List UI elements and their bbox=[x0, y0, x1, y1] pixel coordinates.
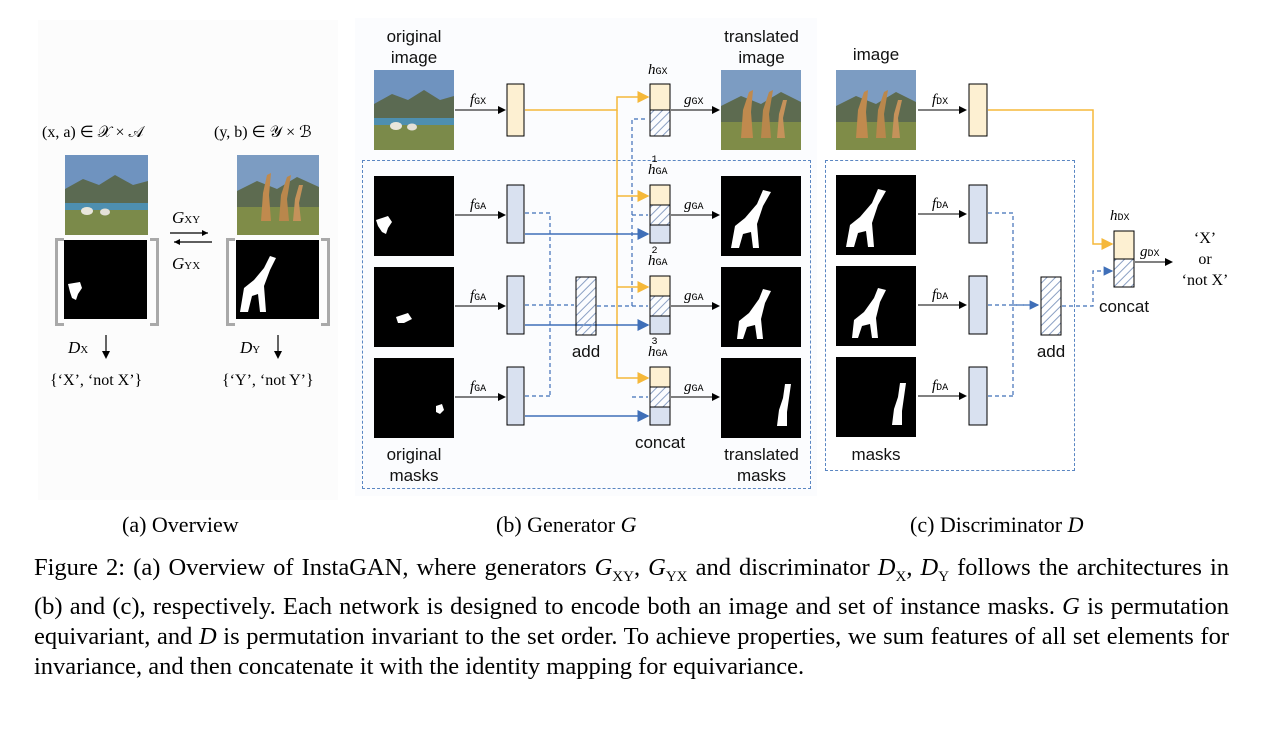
f-dx-label: fDX bbox=[932, 92, 949, 108]
discriminator-mask-2 bbox=[836, 266, 916, 346]
sheep-mask-shape bbox=[376, 216, 392, 234]
subcaption-a: (a) Overview bbox=[122, 512, 239, 537]
f-ga-label-2: fGA bbox=[470, 288, 487, 304]
f-da-label-1: fDA bbox=[932, 196, 949, 212]
discriminator-add-label: add bbox=[1036, 342, 1066, 361]
generator-translated-image bbox=[721, 70, 801, 150]
generator-mask-region bbox=[362, 160, 811, 489]
mask-set-bracket-left-y bbox=[226, 238, 235, 326]
discriminator-output: ‘X’ or ‘not X’ bbox=[1181, 230, 1229, 289]
discriminator-mask-region bbox=[825, 160, 1075, 471]
g-ga-label-1: gGA bbox=[684, 197, 704, 213]
giraffe-mask-shape bbox=[240, 256, 276, 312]
generator-original-image bbox=[374, 70, 454, 150]
figure-caption: Figure 2: (a) Overview of InstaGAN, wher… bbox=[34, 554, 1230, 680]
g-yx-label: GYX bbox=[172, 254, 201, 273]
h-ga-2-label: hGA2 bbox=[648, 246, 668, 269]
generator-add-label: add bbox=[571, 342, 601, 361]
g-ga-label-3: gGA bbox=[684, 379, 704, 395]
giraffe-mask-shape bbox=[852, 288, 886, 338]
sheep-landscape-picture bbox=[65, 155, 148, 235]
domain-x-label: (x, a) ∈ 𝒳 × 𝒜 bbox=[42, 124, 144, 141]
d-y-label: DY bbox=[240, 338, 261, 357]
d-y-arrow bbox=[274, 335, 282, 359]
sheep-mask-shape bbox=[396, 313, 412, 323]
g-xy-label: GXY bbox=[172, 208, 201, 227]
original-mask-3 bbox=[374, 358, 454, 438]
h-gx-label: hGX bbox=[648, 62, 668, 78]
giraffe-mask-shape bbox=[846, 189, 886, 247]
domain-y-label: (y, b) ∈ 𝒴 × ℬ bbox=[214, 124, 312, 141]
translated-mask-2 bbox=[721, 267, 801, 347]
overview-image-y bbox=[237, 155, 319, 235]
f-da-label-3: fDA bbox=[932, 378, 949, 394]
g-dx-label: gDX bbox=[1140, 244, 1160, 260]
discriminator-mask-3 bbox=[836, 357, 916, 437]
overview-mask-y bbox=[236, 240, 319, 319]
generator-concat-label: concat bbox=[634, 433, 686, 452]
overview-mask-x bbox=[64, 240, 147, 319]
g-ga-label-2: gGA bbox=[684, 288, 704, 304]
generator-arrows bbox=[170, 230, 212, 245]
sheep-mask-shape bbox=[436, 404, 444, 414]
giraffe-landscape-picture bbox=[237, 155, 319, 235]
discriminator-masks-label: masks bbox=[851, 445, 901, 464]
giraffe-mask-shape bbox=[737, 289, 771, 339]
subcaption-b: (b) Generator G bbox=[496, 512, 637, 537]
giraffe-mask-shape bbox=[731, 190, 771, 248]
original-mask-2 bbox=[374, 267, 454, 347]
sheep-landscape-picture bbox=[374, 70, 454, 150]
d-x-output: {‘X’, ‘not X’} bbox=[50, 372, 143, 389]
discriminator-image-label: image bbox=[852, 45, 900, 64]
translated-mask-1 bbox=[721, 176, 801, 256]
h-ga-1-label: hGA1 bbox=[648, 155, 668, 178]
d-x-arrow bbox=[102, 335, 110, 359]
mask-set-bracket-left-x bbox=[55, 238, 64, 326]
d-x-label: DX bbox=[68, 338, 89, 357]
discriminator-image bbox=[836, 70, 916, 150]
mask-set-bracket-right-x bbox=[150, 238, 159, 326]
f-ga-label-3: fGA bbox=[470, 379, 487, 395]
giraffe-mask-shape bbox=[777, 384, 791, 426]
discriminator-concat-label: concat bbox=[1098, 297, 1150, 316]
f-da-label-2: fDA bbox=[932, 287, 949, 303]
mask-set-bracket-right-y bbox=[321, 238, 330, 326]
h-ga-3-label: hGA3 bbox=[648, 337, 668, 360]
f-ga-label-1: fGA bbox=[470, 197, 487, 213]
translated-mask-3 bbox=[721, 358, 801, 438]
discriminator-mask-1 bbox=[836, 175, 916, 255]
f-gx-label: fGX bbox=[470, 92, 487, 108]
giraffe-landscape-picture bbox=[836, 70, 916, 150]
overview-image-x bbox=[65, 155, 148, 235]
h-dx-label: hDX bbox=[1110, 208, 1130, 224]
subcaption-c: (c) Discriminator D bbox=[910, 512, 1084, 537]
original-mask-1 bbox=[374, 176, 454, 256]
sheep-mask-shape bbox=[68, 282, 82, 300]
d-y-output: {‘Y’, ‘not Y’} bbox=[222, 372, 314, 389]
giraffe-landscape-picture bbox=[721, 70, 801, 150]
giraffe-mask-shape bbox=[892, 383, 906, 425]
g-gx-label: gGX bbox=[684, 92, 704, 108]
